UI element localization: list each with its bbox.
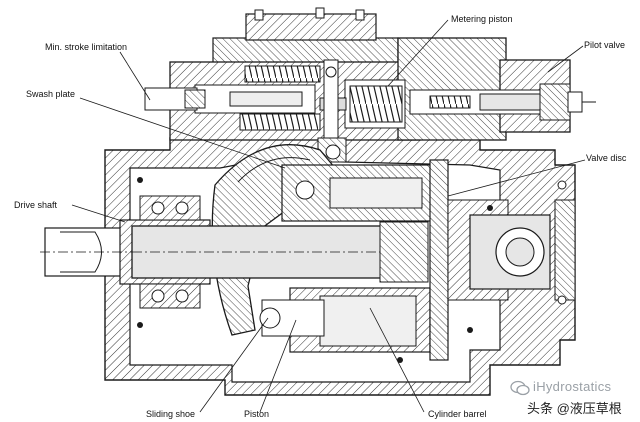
label-drive-shaft: Drive shaft — [14, 200, 58, 210]
wechat-icon — [510, 380, 530, 396]
label-pilot-valve: Pilot valve — [584, 40, 626, 50]
label-piston: Piston — [244, 409, 270, 419]
label-swash-plate: Swash plate — [26, 89, 76, 99]
watermark-brand: iHydrostatics — [533, 379, 612, 394]
label-valve-disc: Valve disc — [586, 153, 627, 163]
label-sliding-shoe: Sliding shoe — [146, 409, 196, 419]
leader-lines — [71, 19, 586, 413]
seal-rings — [137, 177, 493, 363]
control-block — [144, 7, 596, 163]
label-min-stroke-limitation: Min. stroke limitation — [45, 42, 128, 52]
label-metering-piston: Metering piston — [451, 14, 513, 24]
label-cylinder-barrel: Cylinder barrel — [428, 409, 487, 419]
valve-disc — [429, 159, 576, 361]
drive-shaft — [40, 195, 429, 309]
watermark-source: 头条 @液压草根 — [527, 401, 622, 416]
cylinder-barrel — [259, 164, 433, 353]
